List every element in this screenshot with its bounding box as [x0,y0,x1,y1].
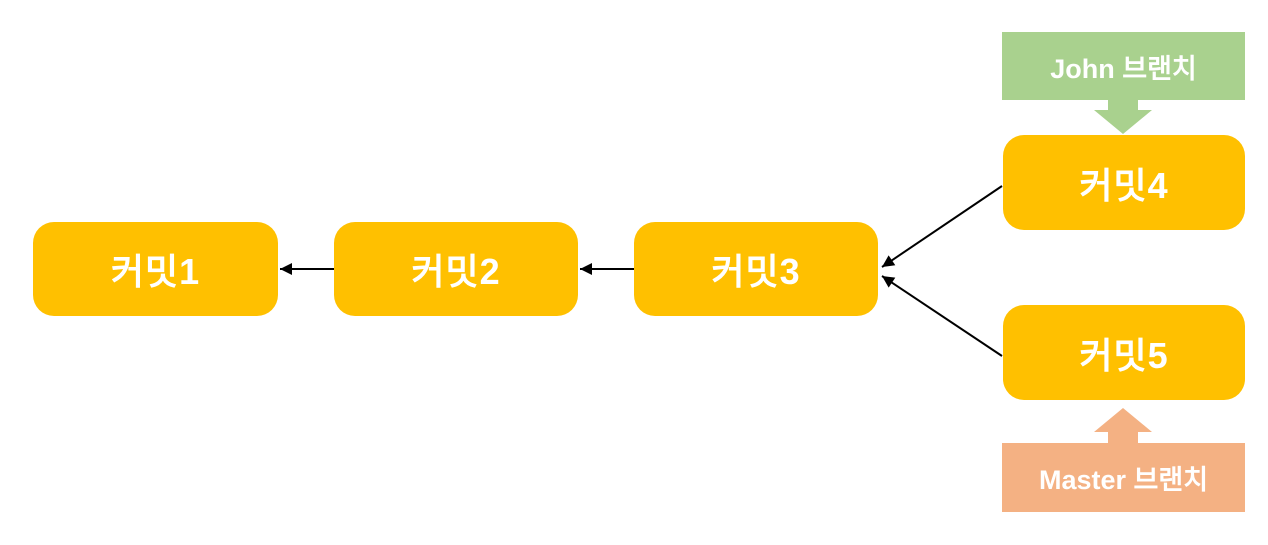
commit4-label: 커밋4 [1079,164,1169,206]
john-branch-label: John 브랜치 [1002,32,1245,100]
commit5-label: 커밋5 [1079,334,1169,376]
master-branch-text: Master 브랜치 [1038,465,1209,495]
commit1-node: 커밋1 [33,222,278,316]
john-branch-down-arrow-icon [1094,100,1152,134]
commit3-label: 커밋3 [711,251,801,292]
commit5-node: 커밋5 [1003,305,1245,400]
commit2-label: 커밋2 [411,251,501,292]
commit4-node: 커밋4 [1003,135,1245,230]
commit1-label: 커밋1 [110,251,201,292]
john-branch-text: John 브랜치 [1050,53,1197,84]
master-branch-label: Master 브랜치 [1002,443,1245,512]
commit3-node: 커밋3 [634,222,878,316]
arrow-commit5-to-commit3 [881,275,1003,357]
commit2-node: 커밋2 [334,222,578,316]
arrow-commit4-to-commit3 [881,185,1003,268]
master-branch-up-arrow-icon [1094,408,1152,443]
